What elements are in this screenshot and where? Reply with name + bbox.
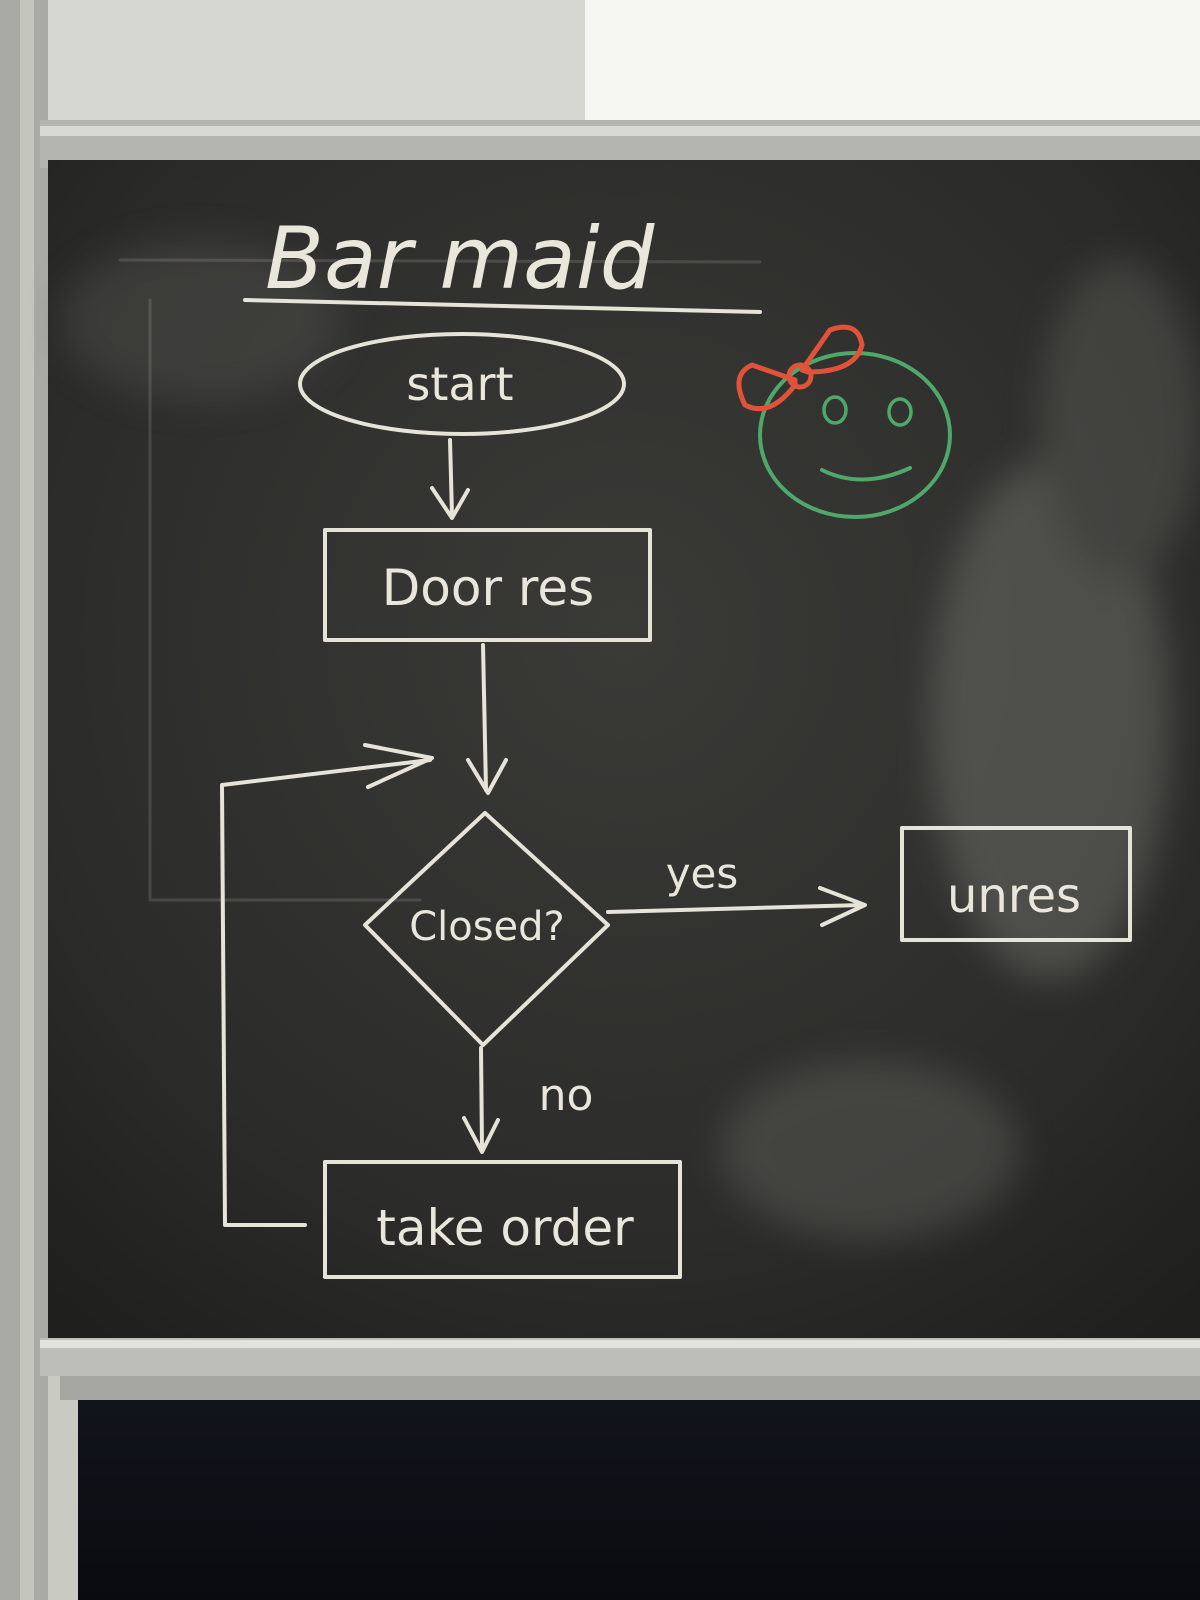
door-res-label: Door res bbox=[382, 559, 594, 617]
door-res-box bbox=[323, 528, 652, 642]
edge-no-label: no bbox=[539, 1070, 594, 1121]
lower-board bbox=[78, 1400, 1200, 1600]
left-frame-edge bbox=[20, 0, 34, 1600]
arrow-door-closed-head bbox=[466, 758, 508, 795]
arrow-door-closed bbox=[481, 643, 488, 792]
take-order-label: take order bbox=[376, 1199, 634, 1257]
arrow-no-head bbox=[462, 1116, 500, 1154]
take-order-box bbox=[323, 1160, 682, 1279]
closed-label: Closed? bbox=[409, 904, 565, 950]
arrow-yes-head bbox=[818, 886, 867, 927]
unres-box bbox=[900, 826, 1132, 942]
smiley-face-icon bbox=[758, 351, 952, 519]
start-label: start bbox=[406, 357, 513, 411]
arrow-start-door bbox=[448, 438, 454, 517]
arrow-start-door-head bbox=[430, 486, 470, 520]
erased-ghost-lines bbox=[118, 258, 762, 902]
loop-back-head bbox=[363, 743, 434, 789]
closed-decision-diamond bbox=[363, 811, 610, 1047]
chalk-tray-lip bbox=[60, 1376, 1200, 1400]
edge-yes-label: yes bbox=[666, 849, 739, 898]
unres-label: unres bbox=[947, 868, 1081, 924]
start-oval bbox=[298, 332, 626, 436]
chalk-tray-highlight bbox=[40, 1340, 1200, 1348]
eraser-smudges bbox=[60, 240, 1200, 1240]
arrow-yes bbox=[606, 903, 864, 914]
board-title: Bar maid bbox=[265, 209, 655, 309]
top-rail-highlight bbox=[40, 126, 1200, 136]
bow-icon bbox=[736, 324, 865, 412]
title-underline bbox=[243, 298, 762, 314]
wall-panel bbox=[45, 0, 585, 130]
arrow-no bbox=[479, 1046, 484, 1152]
loop-back-line bbox=[220, 758, 432, 1227]
